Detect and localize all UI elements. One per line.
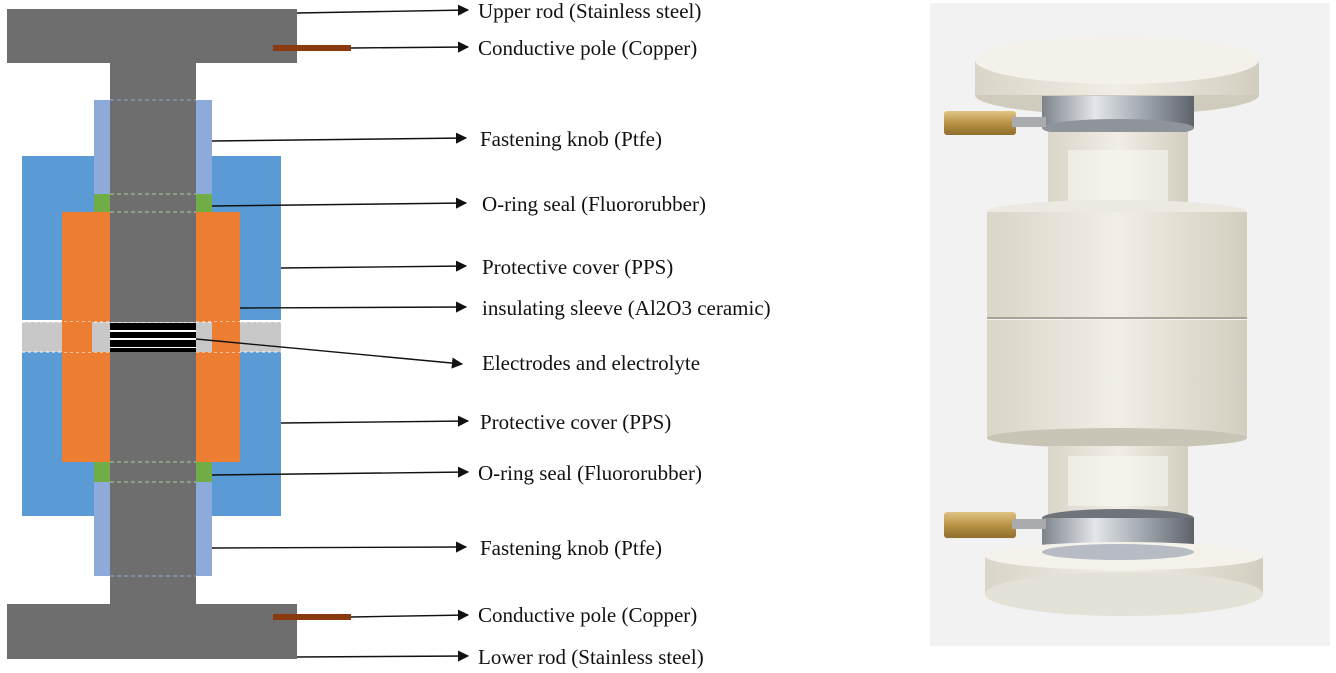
fastening-knob-bottom-right	[196, 482, 212, 576]
label-conductive-pole-bottom: Conductive pole (Copper)	[478, 603, 697, 627]
label-oring-bottom: O-ring seal (Fluororubber)	[478, 461, 702, 485]
electrode-layer	[110, 332, 196, 338]
oring-bottom-right	[196, 462, 212, 482]
label-oring-top: O-ring seal (Fluororubber)	[482, 192, 706, 216]
electrode-stack	[110, 323, 196, 352]
label-fastening-knob-top: Fastening knob (Ptfe)	[480, 127, 662, 151]
oring-bottom-left	[94, 462, 110, 482]
fastening-knob-bottom-left	[94, 482, 110, 576]
fastening-knob-top-left	[94, 100, 110, 196]
label-lower-rod: Lower rod (Stainless steel)	[478, 645, 704, 669]
electrode-spacer-right	[196, 323, 212, 352]
label-upper-rod: Upper rod (Stainless steel)	[478, 0, 701, 23]
label-insulating-sleeve: insulating sleeve (Al2O3 ceramic)	[482, 296, 771, 320]
oring-top-right	[196, 194, 212, 212]
label-fastening-knob-bottom: Fastening knob (Ptfe)	[480, 536, 662, 560]
insulating-sleeve-lower-band-right	[212, 322, 240, 352]
cell-photo-icon	[930, 3, 1330, 646]
label-protective-cover-bottom: Protective cover (PPS)	[480, 410, 671, 434]
electrode-layer	[110, 340, 196, 347]
electrolyte-gap	[110, 330, 196, 332]
lower-rod-shape	[7, 352, 297, 659]
electrolyte-gap	[110, 347, 196, 348]
electrode-layer	[110, 323, 196, 330]
upper-rod-shape	[7, 9, 297, 322]
electrolyte-gap	[110, 338, 196, 340]
conductive-pole-top-shape	[273, 45, 351, 51]
label-electrodes: Electrodes and electrolyte	[482, 351, 700, 375]
electrode-layer	[110, 348, 196, 352]
insulating-sleeve-lower-band	[62, 322, 92, 352]
leader-lines	[195, 4, 470, 662]
conductive-pole-bottom-shape	[273, 614, 351, 620]
fastening-knob-top-right	[196, 100, 212, 196]
label-conductive-pole-top: Conductive pole (Copper)	[478, 36, 697, 60]
label-protective-cover-top: Protective cover (PPS)	[482, 255, 673, 279]
cross-section	[7, 9, 351, 659]
oring-top-left	[94, 194, 110, 212]
component-labels: Upper rod (Stainless steel) Conductive p…	[478, 0, 771, 669]
electrode-spacer-left	[94, 323, 110, 352]
